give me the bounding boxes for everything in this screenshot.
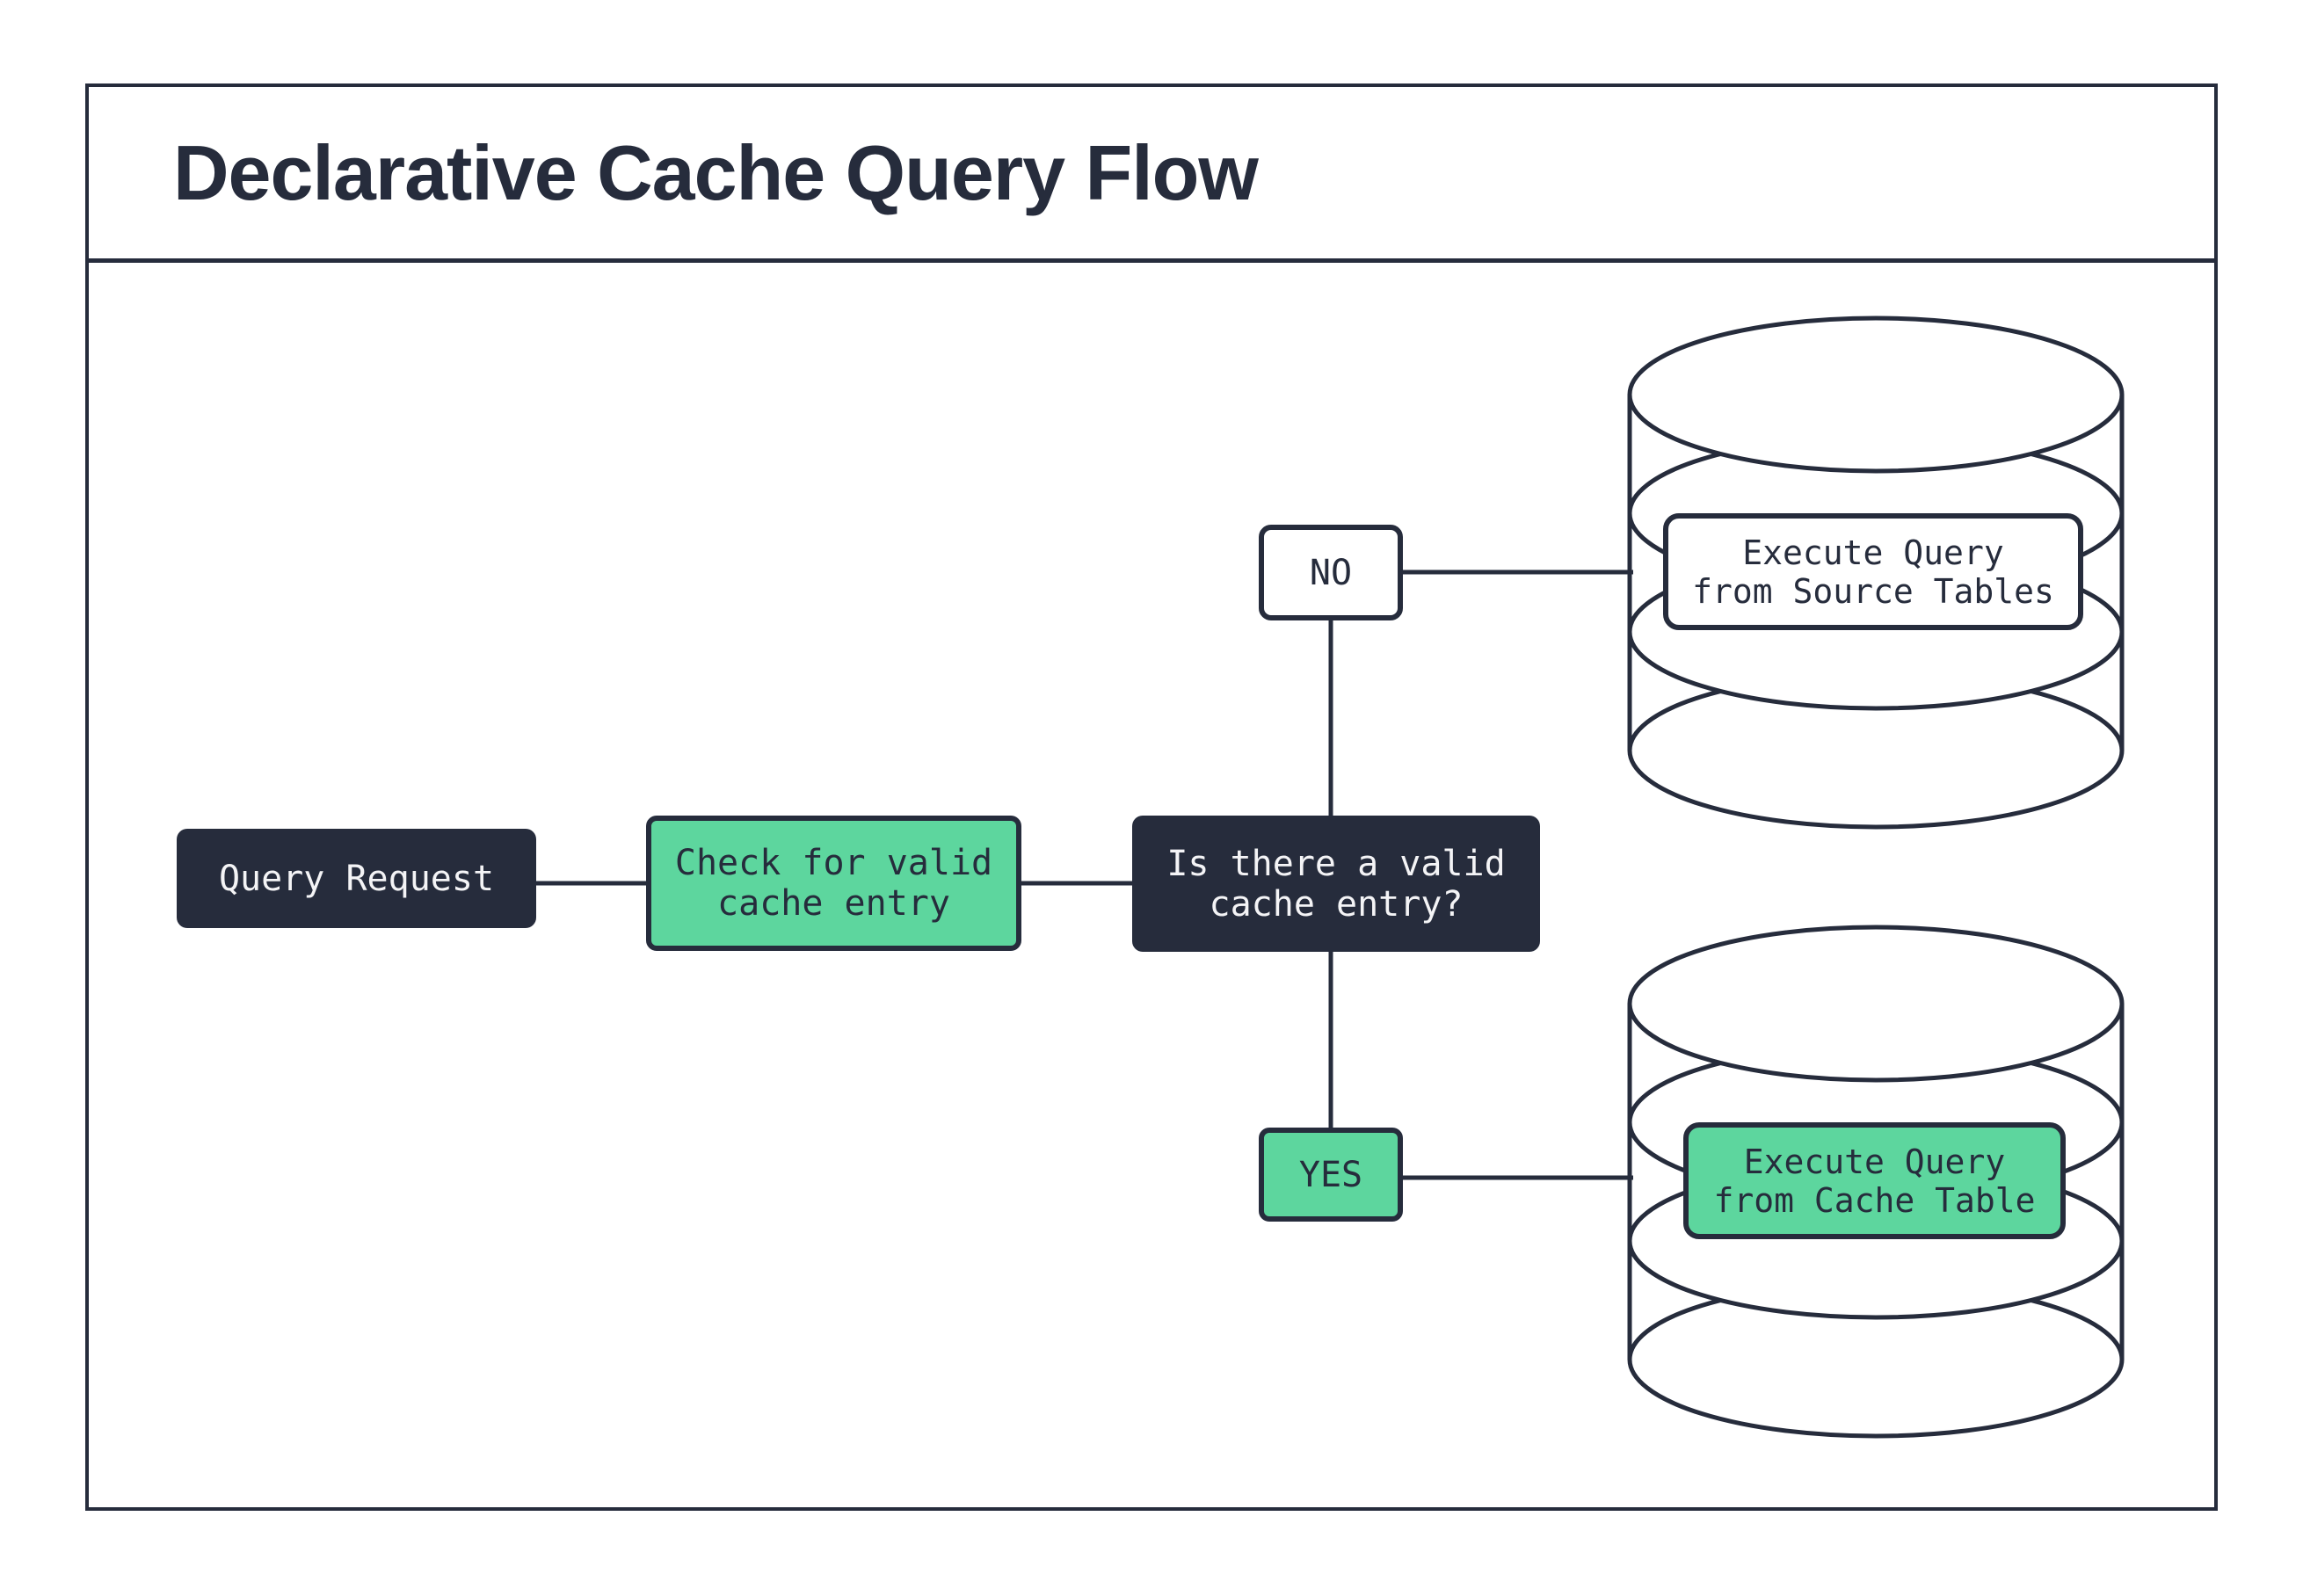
edge-label-yes: YES: [1259, 1128, 1403, 1222]
node-execute-cache-table: Execute Query from Cache Table: [1683, 1122, 2066, 1239]
node-label: Query Request: [218, 858, 495, 899]
node-label-line2: cache entry?: [1209, 883, 1464, 925]
node-label: NO: [1309, 552, 1353, 593]
edge-label-no: NO: [1259, 525, 1403, 620]
cylinder-disk: [1627, 316, 2125, 474]
node-label: YES: [1298, 1154, 1363, 1195]
node-label-line1: Is there a valid: [1166, 843, 1506, 884]
node-label-line1: Check for valid: [674, 843, 993, 883]
diagram-header: Declarative Cache Query Flow: [89, 87, 2214, 263]
node-check-cache: Check for valid cache entry: [646, 816, 1021, 951]
node-query-request: Query Request: [177, 829, 536, 928]
node-label-line2: from Source Tables: [1692, 571, 2054, 611]
node-execute-source-tables: Execute Query from Source Tables: [1663, 513, 2083, 630]
node-label-line1: Execute Query: [1743, 1142, 2006, 1181]
node-label-line2: cache entry: [717, 883, 950, 924]
page-title: Declarative Cache Query Flow: [173, 128, 1259, 216]
node-label-line2: from Cache Table: [1713, 1180, 2036, 1220]
node-label-line1: Execute Query: [1742, 533, 2004, 572]
cylinder-disk: [1627, 925, 2125, 1083]
node-decision-valid-cache: Is there a valid cache entry?: [1132, 816, 1540, 952]
